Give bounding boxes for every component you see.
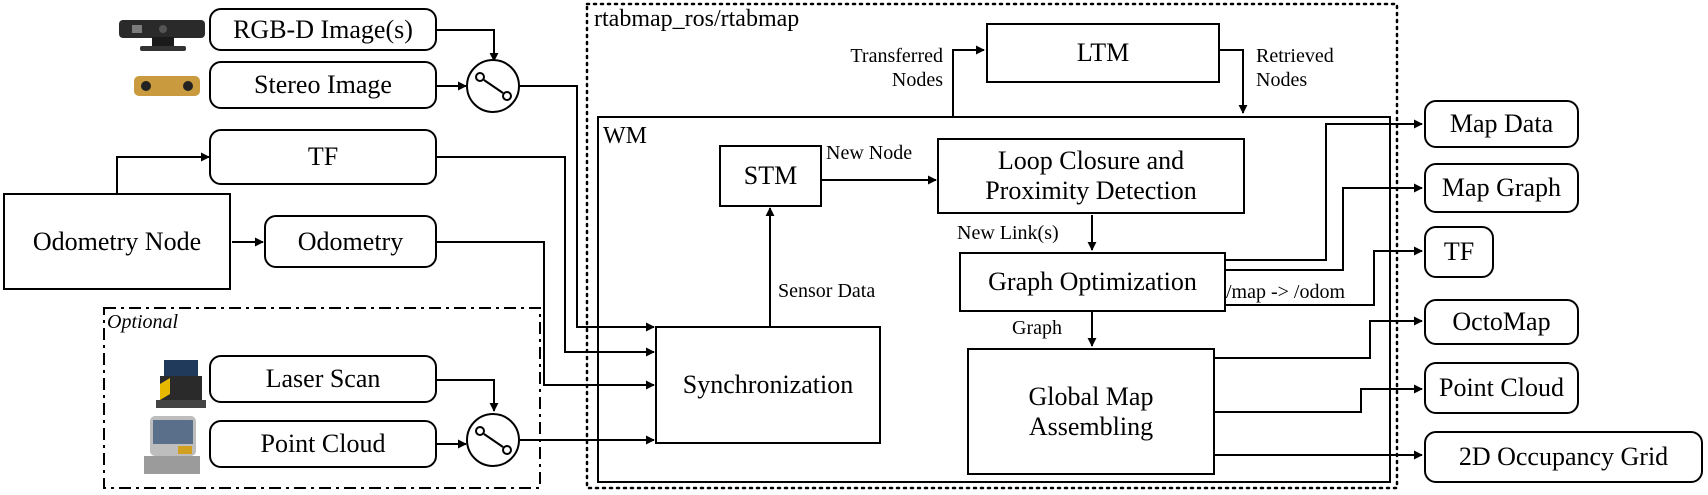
edge-wm-to-ltm <box>952 45 985 116</box>
stereo-camera-icon <box>134 76 200 96</box>
edge-graphopt-to-mapdata <box>1226 119 1423 261</box>
edge-ltm-to-wm <box>1220 49 1248 114</box>
occupancy-grid-output: 2D Occupancy Grid <box>1424 431 1703 483</box>
edge-laser-to-switch <box>437 379 499 412</box>
edge-tf-to-sync <box>437 156 655 357</box>
stereo-image-input: Stereo Image <box>209 61 437 109</box>
graph-label: Graph <box>1012 317 1062 339</box>
rtabmap-node-frame <box>585 2 1399 490</box>
odometry-input: Odometry <box>264 215 437 268</box>
global-map-assembling-module: Global Map Assembling <box>967 348 1215 475</box>
global-map-line2: Assembling <box>1028 411 1154 441</box>
graph-optimization-module: Graph Optimization <box>959 252 1226 312</box>
new-links-label: New Link(s) <box>957 222 1059 244</box>
working-memory-frame <box>597 116 1391 483</box>
edge-globalmap-to-pointcloud <box>1215 384 1423 413</box>
laser-scan-input: Laser Scan <box>209 355 437 403</box>
sensor-data-label: Sensor Data <box>778 280 876 302</box>
kinect-sensor-icon <box>119 20 205 51</box>
rtabmap-node-title: rtabmap_ros/rtabmap <box>594 6 800 32</box>
edge-graphopt-to-mapgraph <box>1226 183 1423 271</box>
stm-module: STM <box>719 145 822 207</box>
retrieved-line1: Retrieved <box>1256 45 1334 67</box>
input-switch-icon <box>466 59 520 113</box>
edge-odomnode-to-tf <box>116 152 210 193</box>
loop-closure-line1: Loop Closure and <box>997 146 1185 176</box>
synchronization-module: Synchronization <box>655 326 881 444</box>
transferred-nodes-label: Transferred Nodes <box>830 44 943 92</box>
tf-output: TF <box>1424 226 1494 278</box>
input-switch-icon <box>466 413 520 467</box>
map-graph-output: Map Graph <box>1424 163 1579 213</box>
rgbd-image-input: RGB-D Image(s) <box>209 8 437 51</box>
wm-title: WM <box>603 123 647 149</box>
point-cloud-output: Point Cloud <box>1424 362 1579 414</box>
edge-graphopt-to-tf <box>1226 246 1423 306</box>
laser-scanner-icon <box>156 360 206 408</box>
transferred-line2: Nodes <box>891 69 943 91</box>
optional-frame <box>103 307 541 489</box>
retrieved-nodes-label: Retrieved Nodes <box>1256 44 1334 92</box>
edge-odometry-to-sync <box>437 241 655 390</box>
transferred-line1: Transferred <box>850 45 943 67</box>
map-odom-label: /map -> /odom <box>1226 281 1346 303</box>
loop-closure-line2: Proximity Detection <box>985 176 1197 205</box>
loop-closure-module: Loop Closure and Proximity Detection <box>937 138 1245 214</box>
edge-rgbd-to-switch <box>437 29 499 62</box>
octomap-output: OctoMap <box>1424 299 1579 345</box>
ltm-module: LTM <box>986 23 1220 83</box>
edge-globalmap-to-octomap <box>1215 316 1423 359</box>
tf-input: TF <box>209 129 437 185</box>
edge-switch-to-sync-1 <box>520 85 655 332</box>
retrieved-line2: Nodes <box>1256 69 1308 91</box>
point-cloud-input: Point Cloud <box>209 420 437 468</box>
global-map-line1: Global Map <box>1028 381 1154 411</box>
new-node-label: New Node <box>826 142 913 164</box>
map-data-output: Map Data <box>1424 100 1579 148</box>
lidar-3d-icon <box>144 416 200 474</box>
odometry-node: Odometry Node <box>3 193 231 290</box>
optional-title: Optional <box>107 311 179 333</box>
